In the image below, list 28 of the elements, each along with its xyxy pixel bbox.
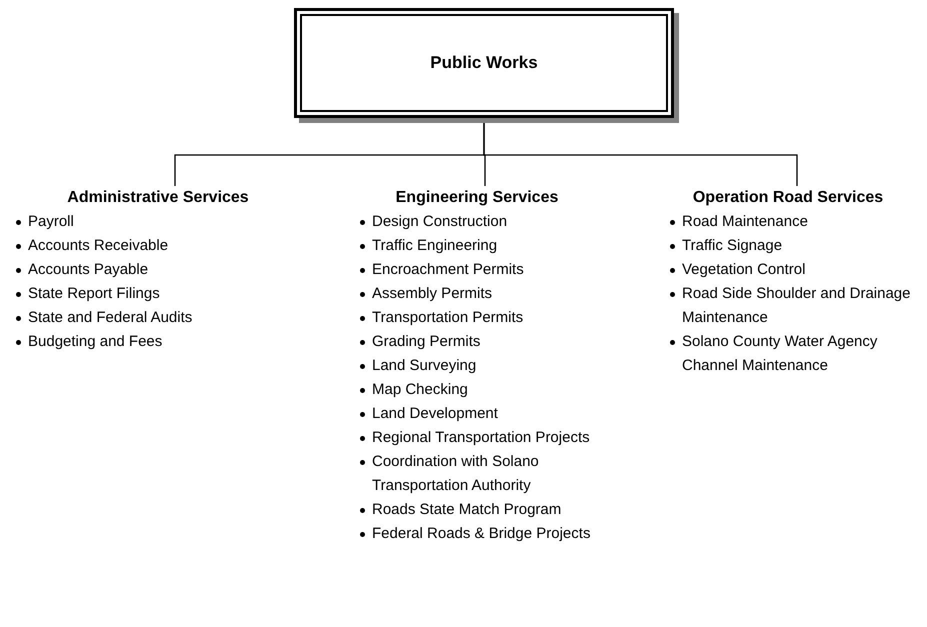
list-item: Regional Transportation Projects <box>372 428 590 448</box>
list-item: State and Federal Audits <box>28 308 192 328</box>
list-item: Land Surveying <box>372 356 476 376</box>
list-item: Transportation Permits <box>372 308 524 328</box>
list-item: Map Checking <box>372 380 468 400</box>
list-item: Coordination with Solano Transportation Authority <box>372 452 540 496</box>
list-item: Traffic Signage <box>682 236 782 256</box>
list-item: Roads State Match Program <box>372 500 562 520</box>
list-item: Solano County Water Agency Channel Maintenance <box>682 332 878 376</box>
column-heading: Engineering Services <box>394 188 560 208</box>
list-item: Road Maintenance <box>682 212 808 232</box>
list-item: Accounts Receivable <box>28 236 168 256</box>
list-item: Budgeting and Fees <box>28 332 162 352</box>
column-heading: Operation Road Services <box>692 188 884 208</box>
column-heading: Administrative Services <box>66 188 250 208</box>
list-item: Traffic Engineering <box>372 236 498 256</box>
box-title: Public Works <box>430 52 538 74</box>
list-item: State Report Filings <box>28 284 160 304</box>
list-item: Vegetation Control <box>682 260 806 280</box>
list-item: Encroachment Permits <box>372 260 524 280</box>
list-item: Assembly Permits <box>372 284 492 304</box>
list-item: Land Development <box>372 404 498 424</box>
list-item: Grading Permits <box>372 332 480 352</box>
list-item: Road Side Shoulder and Drainage Maintenance <box>682 284 912 328</box>
list-item: Federal Roads & Bridge Projects <box>372 524 590 544</box>
list-item: Design Construction <box>372 212 508 232</box>
list-item: Accounts Payable <box>28 260 148 280</box>
list-item: Payroll <box>28 212 74 232</box>
